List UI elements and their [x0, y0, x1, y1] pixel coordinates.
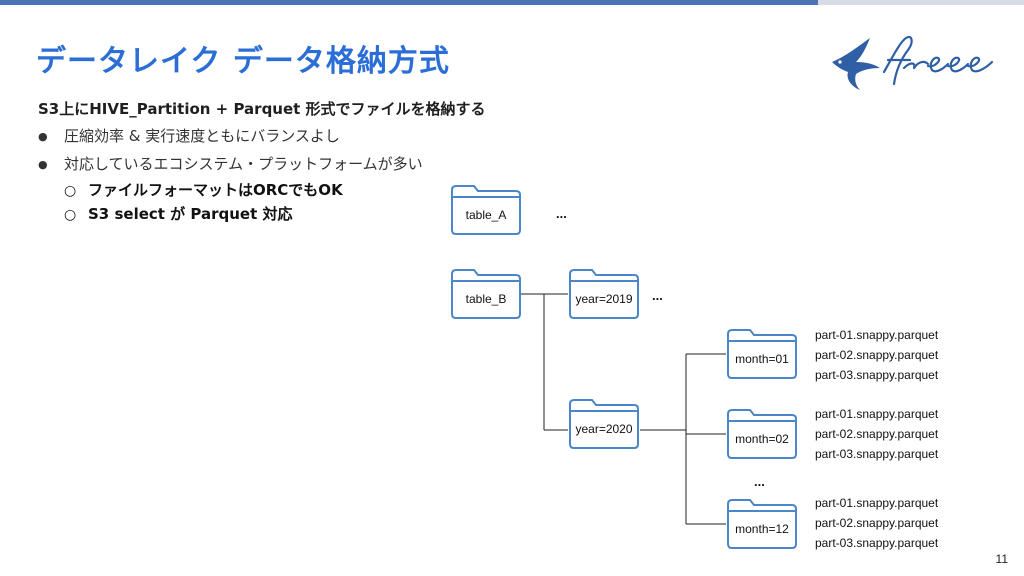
folder-label: table_A: [465, 208, 507, 222]
folder-icon: [451, 185, 521, 235]
file-item[interactable]: part-03.snappy.parquet: [815, 447, 939, 461]
bullet-ecosystem: ● 対応しているエコシステム・プラットフォームが多い: [38, 150, 558, 178]
folder-label: month=01: [735, 352, 789, 366]
top-accent-bar-rest: [818, 0, 1024, 5]
folder-icon: [451, 269, 521, 319]
file-item[interactable]: part-02.snappy.parquet: [815, 516, 939, 530]
file-item[interactable]: part-01.snappy.parquet: [815, 328, 939, 342]
folder-icon: [569, 269, 639, 319]
bullet-mark: ●: [38, 130, 48, 143]
bullet-text: 圧縮効率 & 実行速度ともにバランスよし: [64, 127, 340, 145]
folder-label: month=12: [735, 522, 789, 536]
swallow-bird-icon: [832, 38, 880, 90]
sub-bullet-mark: ○: [64, 207, 77, 223]
slide-title: データレイク データ格納方式: [36, 44, 450, 79]
top-accent-bar: [0, 0, 818, 5]
bullet-text: 対応しているエコシステム・プラットフォームが多い: [64, 155, 423, 173]
folder-month-12[interactable]: month=12: [726, 498, 798, 550]
slide-body: S3上にHIVE_Partition + Parquet 形式でファイルを格納す…: [38, 96, 558, 226]
sub-bullet-mark: ○: [64, 183, 77, 199]
folder-icon: [569, 399, 639, 449]
sub-bullet-orc: ○ ファイルフォーマットはORCでもOK: [38, 178, 558, 202]
folder-icon: [727, 409, 797, 459]
ellipsis-years: ...: [652, 288, 663, 303]
folder-label: table_B: [465, 292, 507, 306]
file-item[interactable]: part-03.snappy.parquet: [815, 536, 939, 550]
folder-month-01[interactable]: month=01: [726, 328, 798, 380]
folder-year-2020[interactable]: year=2020: [568, 398, 640, 450]
folder-table-a[interactable]: table_A: [450, 184, 522, 236]
ellipsis-months: ...: [754, 474, 765, 489]
sub-bullet-s3-select: ○ S3 select が Parquet 対応: [38, 202, 558, 226]
folder-table-b[interactable]: table_B: [450, 268, 522, 320]
file-item[interactable]: part-03.snappy.parquet: [815, 368, 939, 382]
page-number: 11: [995, 552, 1008, 566]
folder-year-2019[interactable]: year=2019: [568, 268, 640, 320]
folder-month-02[interactable]: month=02: [726, 408, 798, 460]
folder-label: year=2019: [575, 292, 633, 306]
folder-icon: [727, 329, 797, 379]
folder-label: year=2020: [575, 422, 633, 436]
bullet-compression: ● 圧縮効率 & 実行速度ともにバランスよし: [38, 122, 558, 150]
freee-wordmark: [882, 35, 994, 86]
bullet-mark: ●: [38, 158, 48, 171]
file-item[interactable]: part-02.snappy.parquet: [815, 348, 939, 362]
ellipsis-tables: ...: [556, 206, 567, 221]
folder-label: month=02: [735, 432, 789, 446]
file-item[interactable]: part-01.snappy.parquet: [815, 407, 939, 421]
sub-bullet-text: S3 select が Parquet 対応: [88, 205, 293, 223]
folder-icon: [727, 499, 797, 549]
file-item[interactable]: part-02.snappy.parquet: [815, 427, 939, 441]
file-item[interactable]: part-01.snappy.parquet: [815, 496, 939, 510]
headline-text: S3上にHIVE_Partition + Parquet 形式でファイルを格納す…: [38, 100, 486, 118]
freee-logo: [832, 35, 994, 90]
sub-bullet-text: ファイルフォーマットはORCでもOK: [88, 181, 343, 199]
